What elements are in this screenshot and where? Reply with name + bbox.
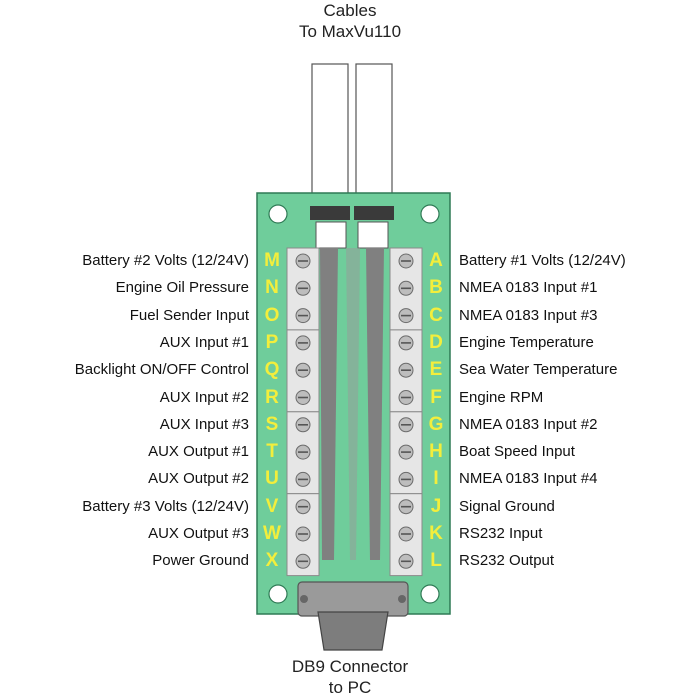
pin-letter-S: S xyxy=(265,413,279,435)
db9-screw-left xyxy=(300,595,308,603)
pin-label-J: Signal Ground xyxy=(459,497,555,515)
trace-center xyxy=(346,248,360,560)
pin-label-R: AUX Input #2 xyxy=(159,388,249,406)
mounting-hole-top-left xyxy=(268,204,288,224)
cable-left xyxy=(311,63,349,211)
bottom-caption-line-2: to PC xyxy=(328,678,372,697)
pin-letter-K: K xyxy=(429,523,443,544)
left-terminal-blocks xyxy=(286,247,320,577)
pin-label-P: AUX Input #1 xyxy=(159,333,249,351)
pin-letter-J: J xyxy=(430,495,442,517)
pin-letter-L: L xyxy=(430,550,442,572)
pin-label-V: Battery #3 Volts (12/24V) xyxy=(82,497,249,515)
pin-letter-E: E xyxy=(429,359,443,381)
top-caption: Cables To MaxVu110 xyxy=(0,0,700,42)
pin-label-D: Engine Temperature xyxy=(459,333,594,351)
bottom-caption: DB9 Connector to PC xyxy=(0,656,700,698)
pin-letter-U: U xyxy=(265,468,279,490)
cable-end-right xyxy=(357,221,389,249)
bottom-caption-line-1: DB9 Connector xyxy=(291,657,409,676)
pin-label-H: Boat Speed Input xyxy=(459,443,575,461)
pin-letter-D: D xyxy=(429,331,443,353)
pin-label-K: RS232 Input xyxy=(459,525,543,542)
pin-letter-H: H xyxy=(429,441,443,463)
pin-letter-R: R xyxy=(265,386,279,408)
cable-clamp-left xyxy=(310,206,350,220)
pin-letter-I: I xyxy=(433,468,439,490)
trace-right xyxy=(366,248,384,560)
mounting-hole-bottom-left xyxy=(268,584,288,604)
pin-letter-O: O xyxy=(264,304,280,326)
pin-label-L: RS232 Output xyxy=(459,552,555,570)
pin-label-Q: Backlight ON/OFF Control xyxy=(74,361,249,379)
db9-screw-right xyxy=(398,595,406,603)
db9-shell xyxy=(317,611,389,651)
pin-label-I: NMEA 0183 Input #4 xyxy=(459,470,598,488)
pin-letter-W: W xyxy=(263,523,281,544)
trace-left xyxy=(320,248,338,560)
pin-letter-T: T xyxy=(266,441,278,463)
pin-label-B: NMEA 0183 Input #1 xyxy=(459,279,598,297)
db9-flange xyxy=(297,581,409,617)
terminal-screws xyxy=(295,253,414,569)
pin-letter-A: A xyxy=(429,250,443,271)
pin-label-G: NMEA 0183 Input #2 xyxy=(459,415,598,433)
pin-letter-M: M xyxy=(264,250,280,271)
cable-end-left xyxy=(315,221,347,249)
pin-label-X: Power Ground xyxy=(152,552,249,570)
pin-label-T: AUX Output #1 xyxy=(148,443,249,461)
pin-letter-G: G xyxy=(428,413,444,435)
pin-letter-P: P xyxy=(265,331,279,353)
pin-letter-V: V xyxy=(265,495,279,517)
pin-label-W: AUX Output #3 xyxy=(148,525,249,542)
pin-letter-X: X xyxy=(265,550,279,572)
top-caption-line-1: Cables xyxy=(323,1,377,20)
pin-letter-B: B xyxy=(429,277,443,299)
pin-label-A: Battery #1 Volts (12/24V) xyxy=(459,252,626,269)
pin-label-M: Battery #2 Volts (12/24V) xyxy=(82,252,249,269)
cable-right xyxy=(355,63,393,211)
pin-label-N: Engine Oil Pressure xyxy=(115,279,249,297)
top-caption-line-2: To MaxVu110 xyxy=(298,22,402,41)
pin-letter-C: C xyxy=(429,304,443,326)
pin-label-C: NMEA 0183 Input #3 xyxy=(459,306,598,324)
pin-label-F: Engine RPM xyxy=(459,388,544,406)
pin-label-S: AUX Input #3 xyxy=(159,415,249,433)
pin-letter-Q: Q xyxy=(264,359,280,381)
mounting-hole-bottom-right xyxy=(420,584,440,604)
pin-letter-N: N xyxy=(265,277,279,299)
pin-label-O: Fuel Sender Input xyxy=(129,306,249,324)
mounting-hole-top-right xyxy=(420,204,440,224)
pin-letter-F: F xyxy=(430,386,442,408)
cable-clamp-right xyxy=(354,206,394,220)
pin-label-E: Sea Water Temperature xyxy=(459,361,618,379)
pin-label-U: AUX Output #2 xyxy=(148,470,249,488)
right-terminal-blocks xyxy=(389,247,423,577)
